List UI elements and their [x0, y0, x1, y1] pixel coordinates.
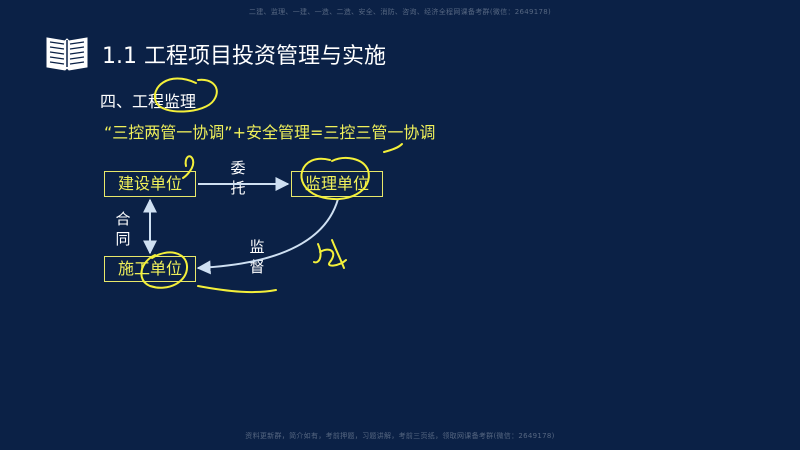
- contract-label: 合同: [115, 210, 131, 248]
- dash-mark-formula: [383, 143, 403, 153]
- section-heading: 四、工程监理: [100, 92, 197, 111]
- watermark-top: 二建、监理、一建、一造、二造、安全、消防、咨询、经济全程网课备考群(微信：264…: [248, 8, 552, 16]
- watermark-bottom: 资料更新群，简介如有，考前押题，习题讲解，考前三页纸，领取网课备考群(微信：26…: [245, 432, 555, 440]
- monitor-arrow: [196, 198, 339, 275]
- tail-mark-contractor: [197, 285, 277, 294]
- book-icon: [46, 37, 88, 71]
- slide-title: 1.1 工程项目投资管理与实施: [102, 44, 386, 69]
- monitor-label: 监督: [249, 238, 265, 276]
- contractor-box: 施工单位: [104, 256, 196, 282]
- formula-line: “三控两管一协调”+安全管理=三控三管一协调: [104, 123, 436, 142]
- entrust-label: 委托: [230, 159, 246, 197]
- scribble-mark-monitor: [313, 239, 347, 269]
- supervisor-box: 监理单位: [291, 171, 383, 197]
- owner-box: 建设单位: [104, 171, 196, 197]
